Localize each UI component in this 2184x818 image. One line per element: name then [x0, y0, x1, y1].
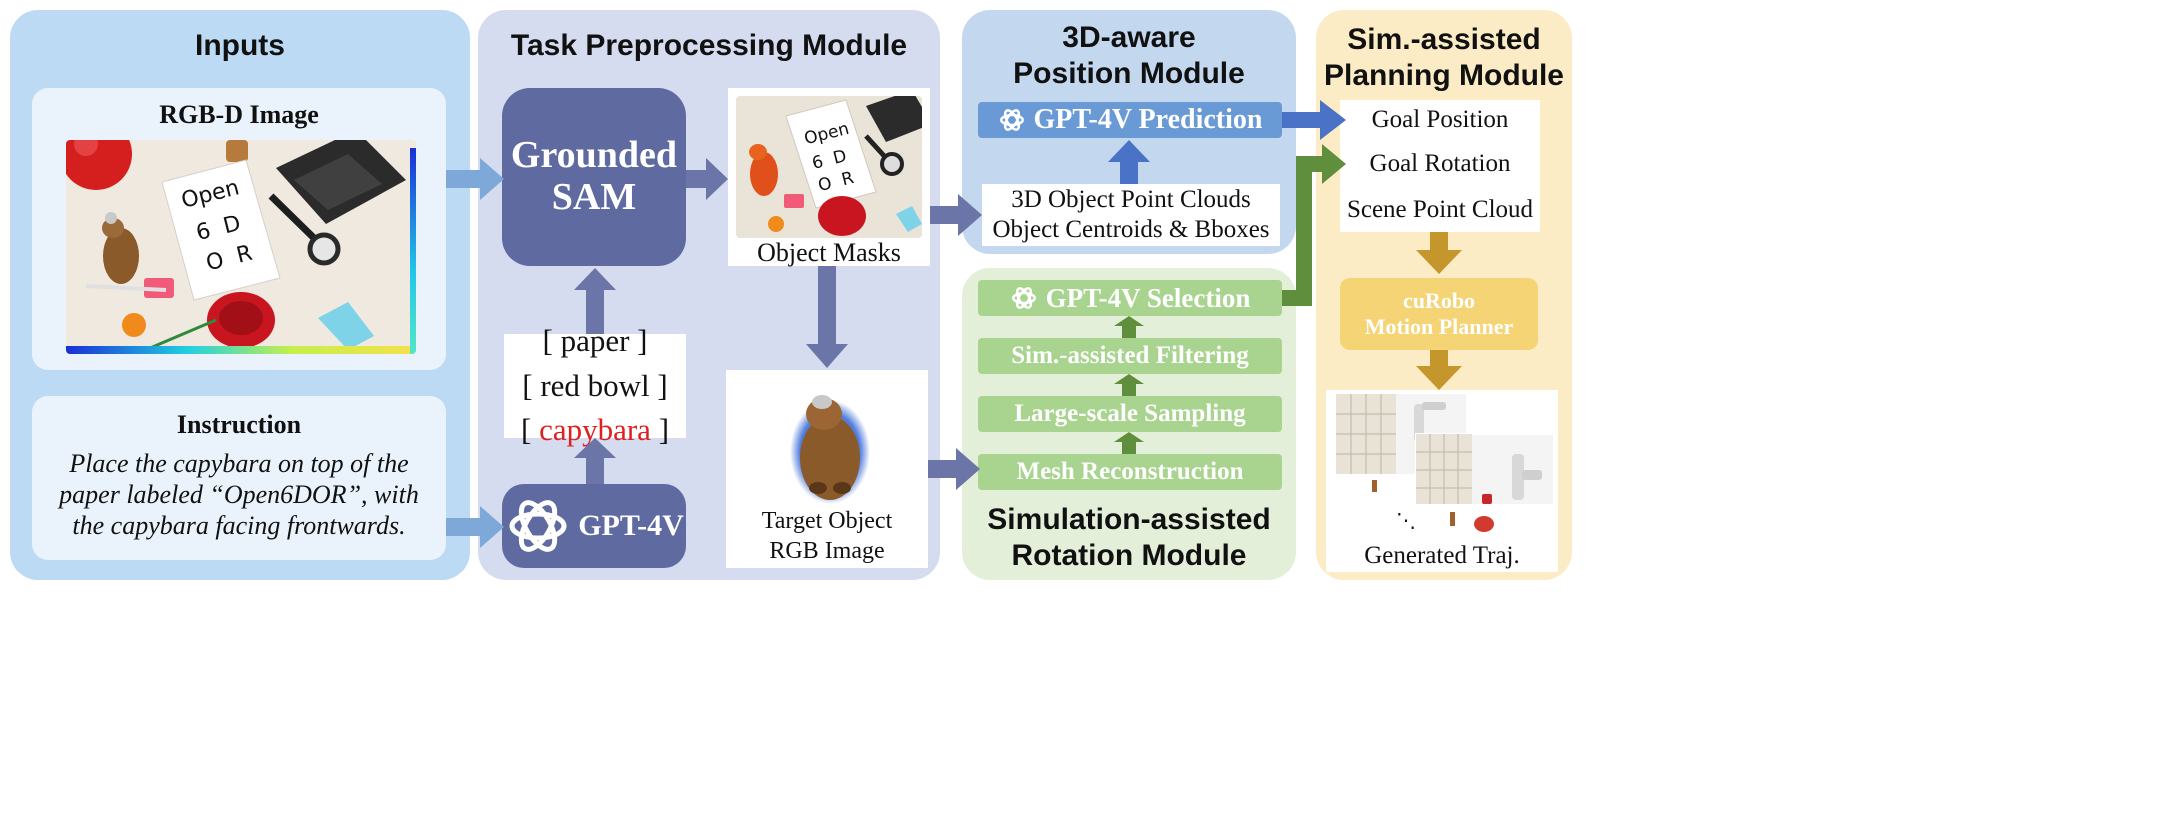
openai-logo-icon [509, 500, 567, 552]
object-item-capybara: [ capybara ] [520, 412, 670, 448]
grounded-sam-block: Grounded SAM [502, 88, 686, 266]
trajectory-images [1336, 394, 1554, 542]
openai-logo-icon [999, 109, 1024, 131]
object-item-red-bowl: [ red bowl ] [522, 367, 668, 403]
instruction-text: Place the capybara on top of the paper l… [59, 449, 419, 541]
planning-title-line1: Sim.-assisted [1347, 23, 1541, 56]
goal-position-label: Goal Position [1371, 106, 1509, 133]
curobo-planner-box: cuRobo Motion Planner [1340, 278, 1538, 350]
object-masks-label: Object Masks [757, 238, 901, 267]
gpt4v-selection-label: GPT-4V Selection [1045, 282, 1251, 313]
target-object-label-line1: Target Object [761, 508, 893, 534]
instruction-card [32, 396, 446, 560]
planning-title-line2: Planning Module [1324, 59, 1564, 92]
object-item-paper: [ paper ] [542, 322, 648, 358]
target-capybara-image [790, 395, 870, 504]
rgbd-label: RGB-D Image [159, 100, 319, 129]
grounded-sam-line1: Grounded [510, 134, 678, 177]
point-cloud-line1: 3D Object Point Clouds [1011, 186, 1251, 213]
object-masks-image: Open 6 D O R [736, 96, 922, 238]
grounded-sam-line2: SAM [551, 176, 637, 218]
scene-point-cloud-label: Scene Point Cloud [1346, 196, 1534, 223]
position-title-line2: Position Module [1013, 57, 1245, 90]
large-scale-sampling-bar: Large-scale Sampling [978, 396, 1282, 432]
masks-scene-graphic [736, 96, 922, 238]
gpt4v-label: GPT-4V [578, 509, 684, 542]
object-list-box: [ paper ] [ red bowl ] [ capybara ] [504, 323, 686, 447]
rgbd-scene-graphic [66, 140, 416, 354]
rgbd-image: Open 6 D O R [66, 140, 416, 354]
gpt4v-selection-bar: GPT-4V Selection [978, 280, 1282, 316]
rotation-title-line2: Rotation Module [1011, 539, 1247, 572]
mesh-reconstruction-bar: Mesh Reconstruction [978, 454, 1282, 490]
openai-logo-icon [1011, 287, 1036, 309]
trajectory-dots: ⋱ [1396, 510, 1416, 532]
position-title-line1: 3D-aware [1062, 21, 1196, 54]
planning-outputs-box [1340, 100, 1540, 232]
instruction-title: Instruction [176, 410, 302, 439]
target-object-label-line2: RGB Image [769, 538, 885, 564]
gpt4v-prediction-bar: GPT-4V Prediction [978, 102, 1282, 138]
motion-planner-label: Motion Planner [1364, 314, 1514, 339]
sim-filtering-bar: Sim.-assisted Filtering [978, 338, 1282, 374]
task-title: Task Preprocessing Module [510, 29, 908, 62]
capybara-highlight: capybara [539, 412, 651, 448]
generated-traj-label: Generated Traj. [1364, 542, 1520, 569]
inputs-title: Inputs [195, 29, 285, 62]
point-cloud-line2: Object Centroids & Bboxes [992, 216, 1270, 243]
point-cloud-box: 3D Object Point Clouds Object Centroids … [982, 184, 1280, 246]
goal-rotation-label: Goal Rotation [1369, 150, 1511, 177]
rotation-title-line1: Simulation-assisted [987, 503, 1271, 536]
gpt4v-prediction-label: GPT-4V Prediction [1033, 104, 1263, 135]
gpt4v-block: GPT-4V [502, 484, 686, 568]
curobo-label: cuRobo [1402, 287, 1476, 313]
